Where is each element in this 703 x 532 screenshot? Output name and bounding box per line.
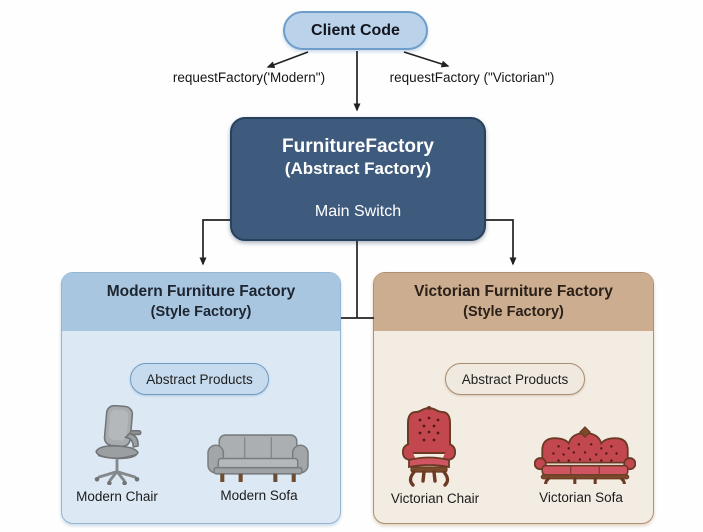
modern-chair-icon [83,404,151,486]
product-label-modern-sofa: Modern Sofa [220,488,298,503]
abstract-products-label-modern: Abstract Products [146,371,253,387]
modern-sofa-icon [207,432,309,483]
abstract-products-pill-modern: Abstract Products [130,363,269,395]
factory-title-modern: Modern Furniture Factory [106,283,296,300]
product-label-victorian-chair: Victorian Chair [390,491,480,506]
abstract-factory-subtitle: (Abstract Factory) [284,159,432,178]
factory-header-modern: Modern Furniture Factory (Style Factory) [62,273,340,331]
product-label-victorian-sofa: Victorian Sofa [539,490,623,505]
factory-box-modern: Modern Furniture Factory (Style Factory) [61,272,341,524]
factory-header-victorian: Victorian Furniture Factory (Style Facto… [374,273,653,331]
factory-subtitle-victorian: (Style Factory) [463,304,564,320]
abstract-products-label-victorian: Abstract Products [461,371,569,387]
abstract-factory-title: FurnitureFactory [281,136,435,157]
factory-box-victorian: Victorian Furniture Factory (Style Facto… [373,272,654,524]
abstract-factory-note: Main Switch [314,203,402,220]
product-label-modern-chair: Modern Chair [76,489,158,504]
client-code-label: Client Code [311,21,400,39]
abstract-factory-node: FurnitureFactory (Abstract Factory) Main… [230,117,486,241]
call-label-victorian: requestFactory ("Victorian") [389,70,555,85]
factory-title-victorian: Victorian Furniture Factory [414,283,613,300]
client-code-node: Client Code [283,11,428,50]
victorian-sofa-icon [533,426,637,489]
abstract-products-pill-victorian: Abstract Products [445,363,585,395]
victorian-chair-icon [400,405,458,489]
factory-subtitle-modern: (Style Factory) [150,304,252,320]
call-label-modern: requestFactory('Modern") [172,70,326,85]
